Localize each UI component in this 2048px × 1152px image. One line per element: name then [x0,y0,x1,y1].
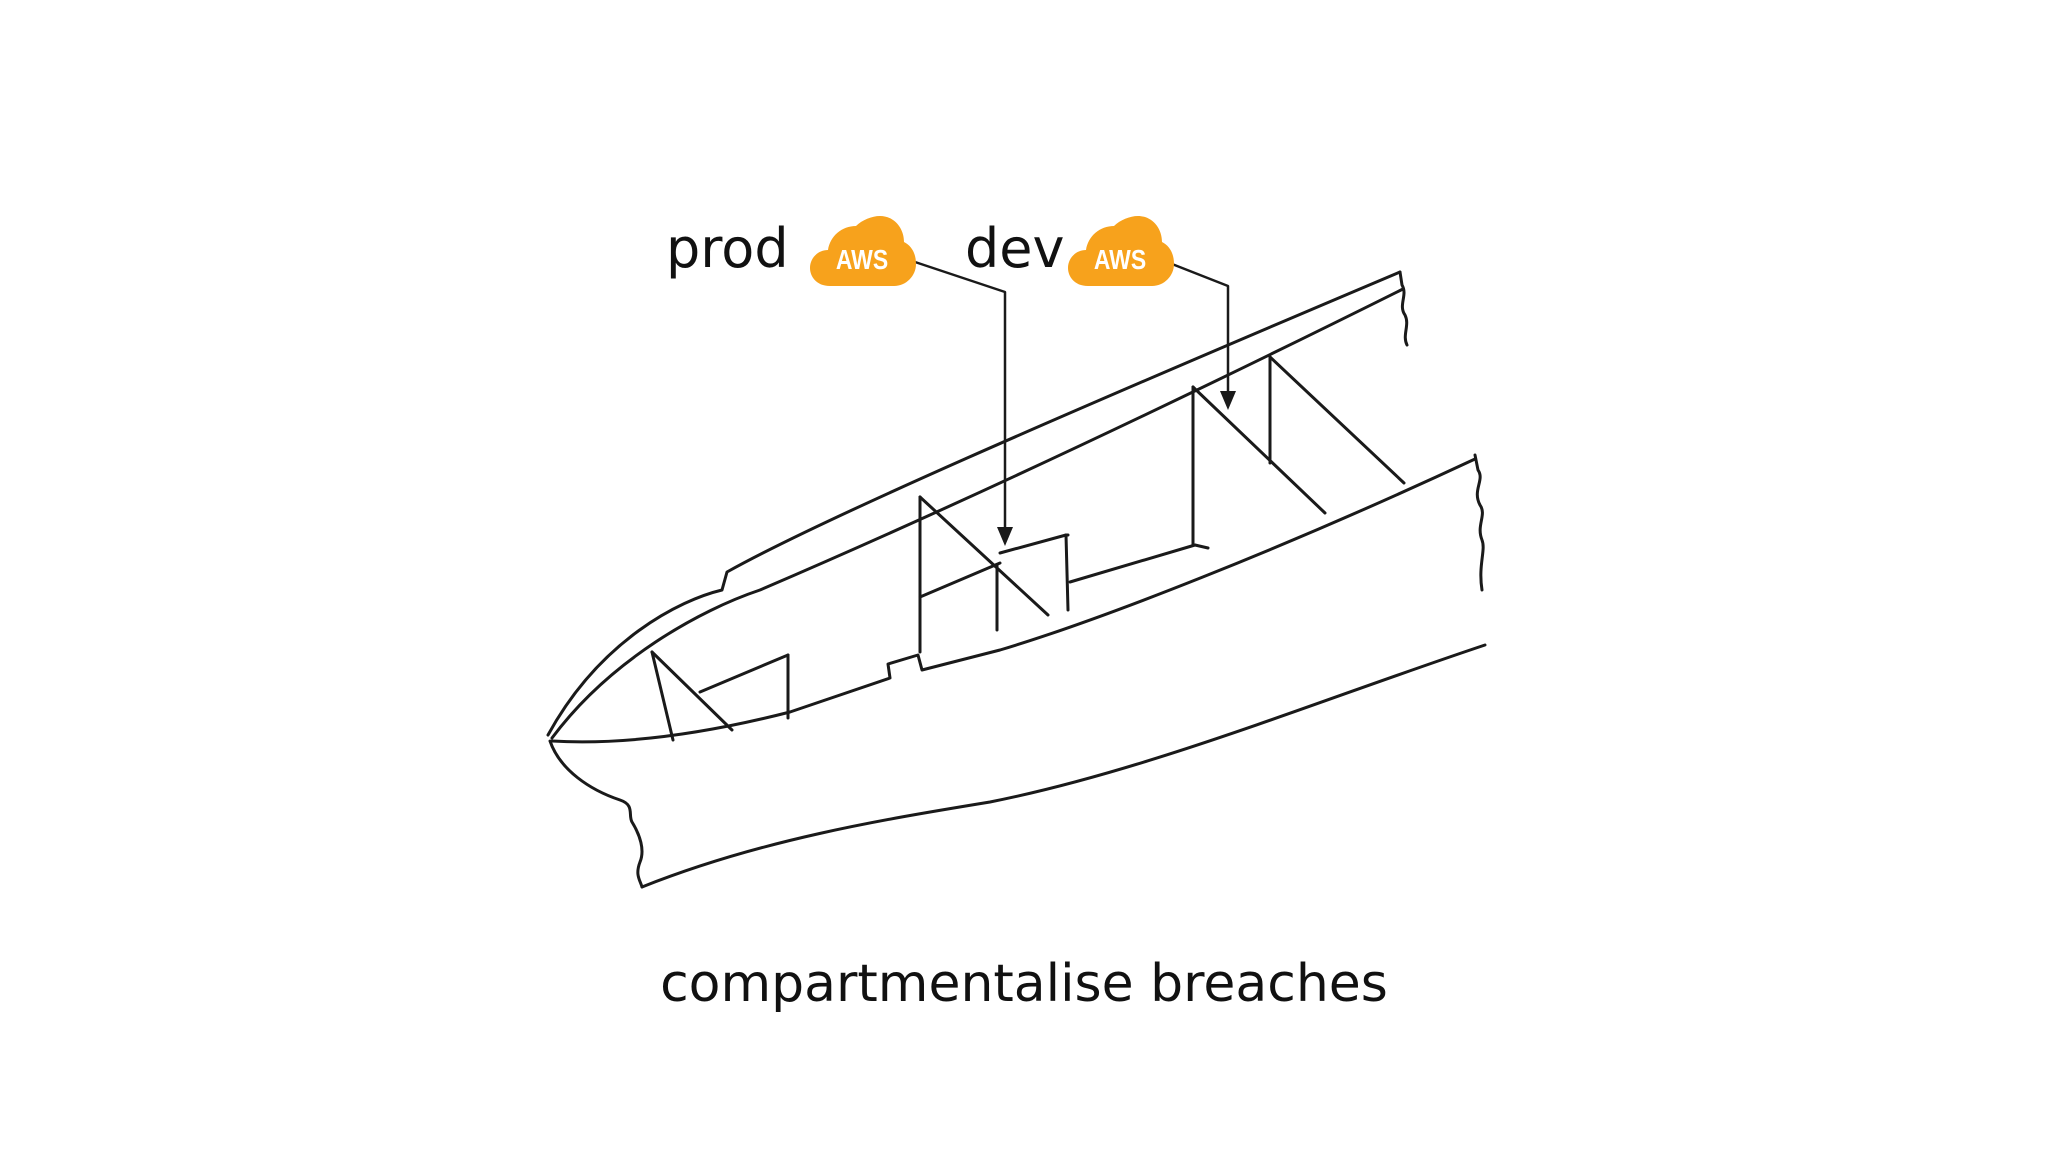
bulkhead-2-diag [918,495,1050,617]
deck-line [550,457,1477,744]
compartment-2-mid [918,561,1002,599]
prod-arrow-head [997,527,1013,546]
bow-lower [548,739,644,889]
compartment-2-floor [1068,543,1197,584]
compartment-3-floor [1193,543,1210,550]
aws-badge-text: AWS [1093,244,1147,275]
dev-label: dev [965,217,1065,280]
dev-arrow-line [1170,262,1230,395]
bulkhead-1-diag [650,650,734,732]
hull-bottom [640,643,1487,889]
bulkhead-3-diag [1191,385,1327,515]
deck-edge-inner [550,287,1405,740]
compartment-2-top [998,533,1068,555]
compartment-2-right [1064,533,1070,612]
compartment-1-top [698,653,790,694]
bulkhead-4-diag [1268,355,1406,485]
aws-cloud-icon: AWS [808,216,916,288]
aws-badge-text: AWS [835,244,889,275]
break-right-lower [1473,453,1485,592]
prod-arrow-line [913,260,1007,532]
dev-arrow-head [1220,391,1236,410]
break-right-upper [1398,270,1409,347]
deck-rail-outer [546,270,1402,737]
slide-caption: compartmentalise breaches [660,954,1388,1014]
prod-label: prod [666,217,789,280]
aws-cloud-icon: AWS [1066,216,1174,288]
bulkhead-1 [650,650,675,742]
